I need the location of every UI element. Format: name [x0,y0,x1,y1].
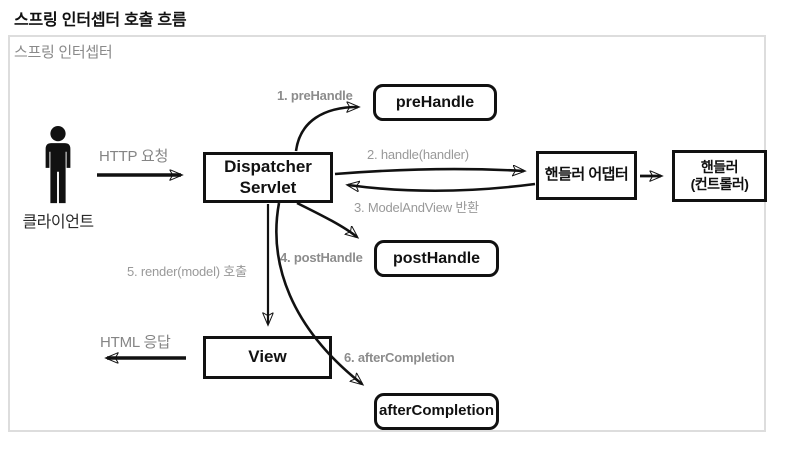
frame-label: 스프링 인터셉터 [14,44,113,61]
client-label: 클라이언트 [22,214,94,231]
label-step6-aftercompletion: 6. afterCompletion [344,350,455,365]
node-view: View [203,336,332,379]
handler-line1: 핸들러 [700,158,739,175]
node-aftercompletion: afterCompletion [374,393,499,430]
node-handler-adapter: 핸들러 어댑터 [536,151,637,200]
handler-line2: (컨트롤러) [690,176,749,192]
label-http-request: HTTP 요청 [99,148,169,165]
node-prehandle: preHandle [373,84,497,121]
node-handler-controller: 핸들러 (컨트롤러) [672,150,767,202]
page-title: 스프링 인터셉터 호출 흐름 [14,12,187,29]
label-step2-handle: 2. handle(handler) [367,147,469,162]
dispatcher-line2: Servlet [239,177,297,197]
label-html-response: HTML 응답 [100,334,171,351]
label-step4-posthandle: 4. postHandle [280,250,363,265]
dispatcher-line1: Dispatcher [224,156,312,176]
label-step1-prehandle: 1. preHandle [277,88,353,103]
node-dispatcher-servlet: Dispatcher Servlet [203,152,333,203]
label-step3-modelandview: 3. ModelAndView 반환 [354,200,479,215]
person-icon [45,126,71,204]
node-posthandle: postHandle [374,240,499,277]
label-step5-render: 5. render(model) 호출 [127,264,247,279]
